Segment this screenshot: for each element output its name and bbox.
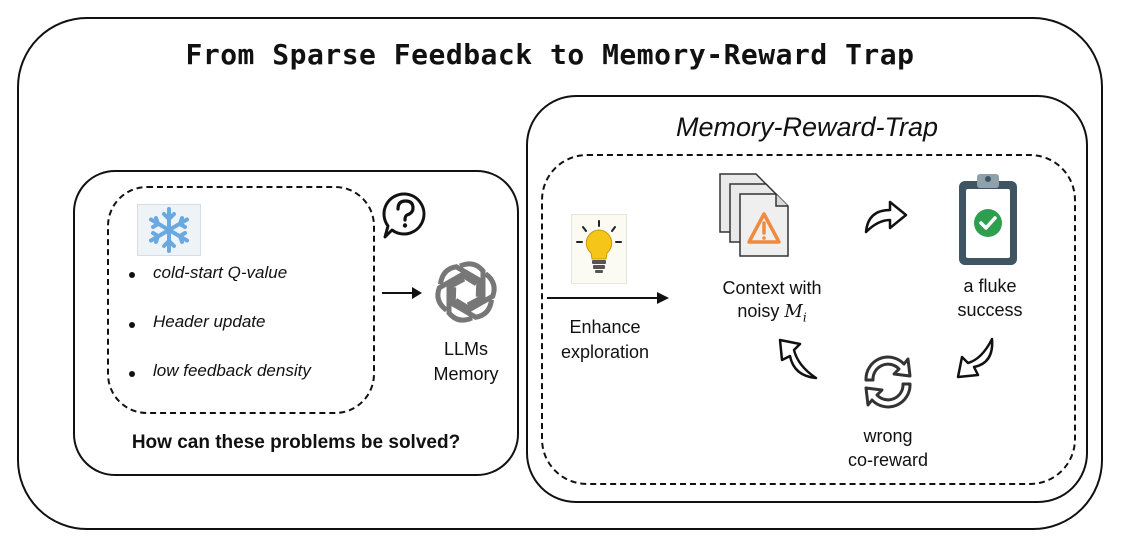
explore-arrow-icon bbox=[547, 292, 669, 304]
outer-frame bbox=[17, 17, 1103, 530]
trap-panel-title: Memory-Reward-Trap bbox=[675, 112, 939, 142]
question-caption: How can these problems be solved? bbox=[131, 432, 461, 453]
noisy-prefix: noisy bbox=[737, 301, 785, 321]
diagram-title: From Sparse Feedback to Memory-Reward Tr… bbox=[185, 38, 915, 71]
problem-dashed-box bbox=[107, 186, 375, 414]
fluke-label: a fluke bbox=[963, 276, 1017, 296]
bullet-cold-start: cold-start Q-value bbox=[153, 263, 288, 282]
question-bubble-icon bbox=[380, 190, 430, 242]
memory-label: Memory bbox=[433, 364, 499, 384]
bullet-dot bbox=[129, 322, 135, 328]
trap-panel bbox=[526, 95, 1088, 503]
memory-symbol: M bbox=[784, 301, 803, 322]
clipboard-check-icon bbox=[955, 171, 1021, 267]
llms-label: LLMs bbox=[443, 339, 488, 359]
co-reward-label: co-reward bbox=[847, 450, 929, 470]
openai-logo-icon bbox=[428, 254, 504, 330]
exploration-label: exploration bbox=[560, 342, 650, 362]
bullet-dot bbox=[129, 371, 135, 377]
refresh-cycle-icon bbox=[856, 350, 920, 414]
wrong-label: wrong bbox=[863, 426, 913, 446]
success-label: success bbox=[957, 300, 1023, 320]
curved-arrow-up-icon bbox=[778, 338, 818, 380]
bullet-header-update: Header update bbox=[153, 312, 266, 331]
context-label: Context with bbox=[722, 278, 822, 298]
problem-panel bbox=[73, 170, 519, 476]
memory-subscript: i bbox=[802, 310, 807, 325]
bullet-dot bbox=[129, 272, 135, 278]
snowflake-icon bbox=[137, 204, 201, 256]
bullet-feedback-density: low feedback density bbox=[153, 361, 311, 380]
arrow-right-icon bbox=[382, 287, 422, 299]
trap-dashed-box bbox=[541, 154, 1076, 485]
warning-documents-icon bbox=[714, 170, 806, 262]
enhance-label: Enhance bbox=[569, 317, 641, 337]
noisy-context-label: noisy Mi bbox=[700, 300, 844, 329]
curved-arrow-right-icon bbox=[864, 200, 908, 234]
lightbulb-icon bbox=[571, 214, 627, 284]
curved-arrow-down-icon bbox=[956, 337, 994, 379]
